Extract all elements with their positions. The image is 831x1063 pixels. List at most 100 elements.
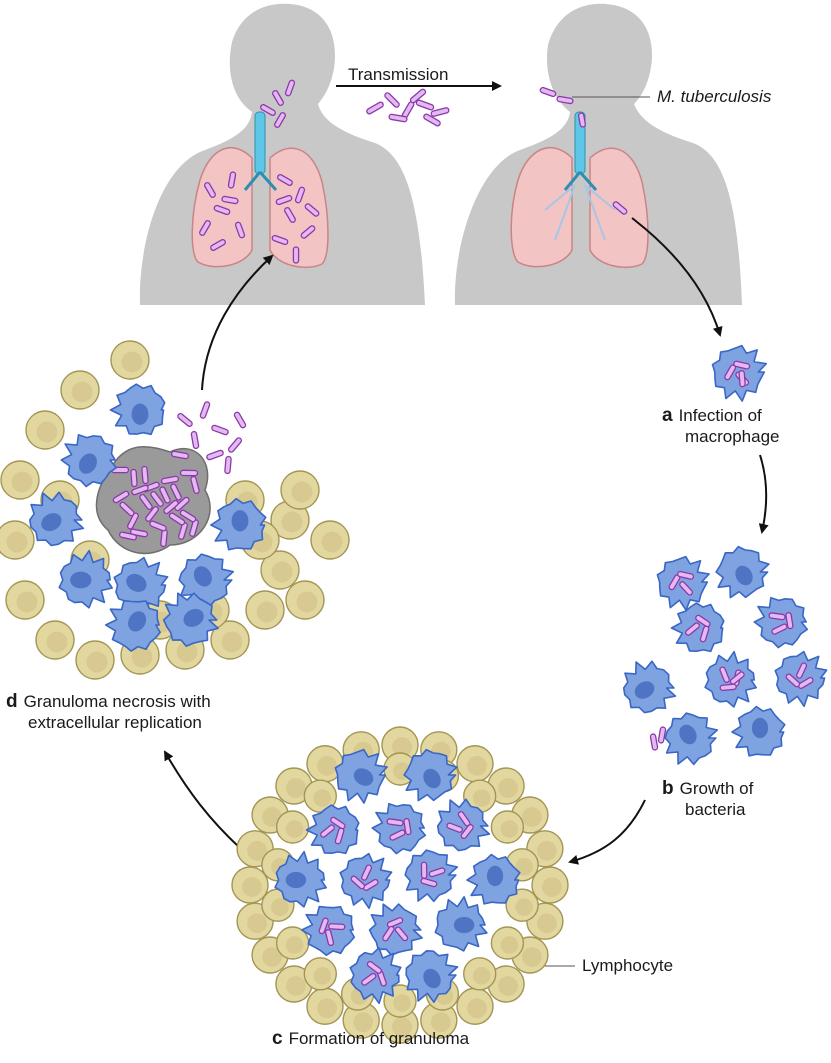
macrophage-cell <box>405 950 459 1003</box>
lymphocyte-cell <box>381 1006 419 1044</box>
bacterium <box>199 220 211 236</box>
bacterium <box>190 476 200 494</box>
macrophage-cell <box>58 549 113 609</box>
bacterium <box>131 484 149 496</box>
bacterium <box>127 512 139 530</box>
lymphocyte-cell <box>275 810 310 844</box>
stage-c-label: c Formation of granuloma <box>272 1028 469 1049</box>
bacterium <box>130 468 138 488</box>
stage-d-line1: Granuloma necrosis with <box>23 692 211 711</box>
bacterium <box>211 424 229 436</box>
bacterium <box>179 469 199 477</box>
bacterium <box>733 360 751 370</box>
bacterium <box>174 496 190 512</box>
bacterium <box>300 225 316 239</box>
lymphocyte-cell <box>60 370 100 410</box>
macrophage-cell <box>403 748 458 802</box>
macrophage-cell <box>29 491 85 547</box>
bacterium <box>738 370 746 388</box>
bacterium <box>149 520 167 532</box>
bacterium <box>409 88 427 104</box>
bacterium <box>159 486 171 504</box>
lymphocyte-cell <box>456 987 494 1025</box>
stage-c-line1: Formation of granuloma <box>288 1029 470 1048</box>
bacterium <box>612 201 628 215</box>
macrophage-cell <box>334 748 388 804</box>
bacterium <box>271 234 289 246</box>
bacterium <box>260 104 276 116</box>
bacterium <box>178 522 188 540</box>
macrophage-cell <box>664 712 719 766</box>
bacterium <box>685 622 700 636</box>
bacterium <box>221 195 239 205</box>
stage-b-letter: b <box>662 778 674 799</box>
bacterium <box>210 239 226 251</box>
bacterium <box>112 490 130 504</box>
macrophage-cell <box>305 804 360 855</box>
bacterium <box>189 519 199 537</box>
lymphocyte-cell <box>463 957 497 991</box>
bacterium <box>389 829 406 841</box>
macrophage-cell <box>349 947 402 1005</box>
macrophage-cell <box>368 903 423 956</box>
arrow-to-granuloma <box>568 799 646 865</box>
bacterium <box>119 501 135 517</box>
lymphocyte-cell <box>285 580 325 620</box>
lymphocyte-cell <box>75 640 115 680</box>
bacterium <box>199 401 211 419</box>
lymphocyte-cell <box>531 866 569 904</box>
transmission-label: Transmission <box>348 65 449 84</box>
bacterium <box>213 204 231 216</box>
bacterium <box>118 531 138 541</box>
arrow-to-infection <box>631 217 723 337</box>
macrophage-cell <box>774 650 828 708</box>
exposed-lungs <box>510 111 649 269</box>
macrophage-cell <box>162 592 219 647</box>
macrophage-cell <box>113 556 169 616</box>
macrophage-cell <box>670 602 725 653</box>
bacterium <box>160 528 168 548</box>
bacterium <box>272 90 284 106</box>
bacterium <box>428 867 446 878</box>
bacterium <box>350 875 366 890</box>
bacterium <box>190 430 200 450</box>
macrophage-cell <box>339 852 393 910</box>
bacterium <box>388 113 408 123</box>
bacterium <box>206 449 224 461</box>
bacterium <box>797 676 814 689</box>
bacterium <box>649 733 659 751</box>
macrophage-cell <box>210 497 267 551</box>
lymphocyte-cell <box>270 500 310 540</box>
bacterium <box>420 861 428 879</box>
lymphocyte-cell <box>35 620 75 660</box>
bacterium <box>227 171 237 189</box>
macrophage-cell <box>731 705 786 757</box>
bacterium <box>275 194 293 206</box>
bacterium <box>320 824 335 838</box>
lymphocyte-cell <box>210 620 250 660</box>
lymphocyte-cell <box>231 866 269 904</box>
lymphocyte-cell <box>303 779 337 813</box>
bacterium <box>460 824 474 840</box>
bacterium <box>384 92 400 108</box>
bacterium <box>274 112 286 128</box>
bacterium <box>386 818 404 827</box>
bacterium <box>699 625 710 643</box>
lymphocyte-cell <box>25 410 65 450</box>
bacterium <box>446 822 463 833</box>
bacterium <box>430 107 450 117</box>
macrophage-cell <box>656 555 710 611</box>
stage-c-letter: c <box>272 1028 283 1049</box>
stage-b-line2: bacteria <box>685 800 746 819</box>
macrophage-cell <box>622 660 677 714</box>
macrophage-cell <box>371 802 427 855</box>
arrow-to-necrosis <box>164 750 241 849</box>
macrophage-cell <box>274 850 327 908</box>
bacterium <box>334 827 345 845</box>
macrophage-cell <box>715 545 770 599</box>
bacterium <box>539 86 557 98</box>
lymphocyte-cell <box>490 926 525 960</box>
